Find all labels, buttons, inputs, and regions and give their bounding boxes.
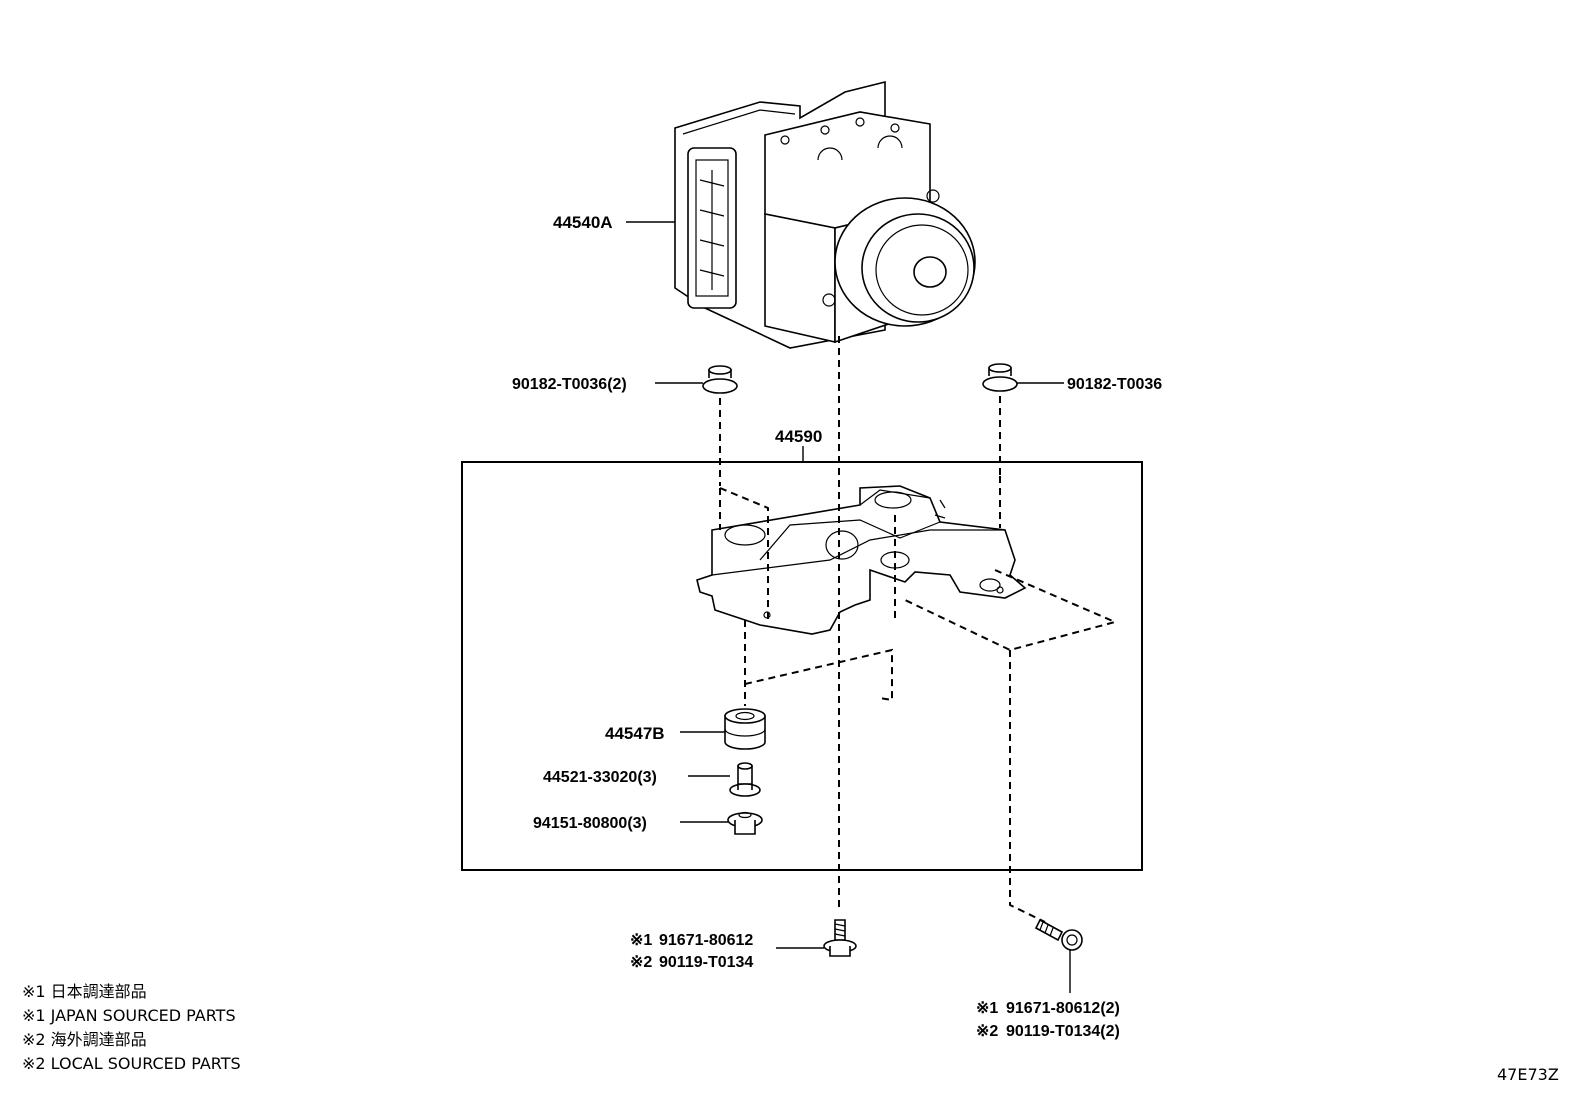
flange-nut-icon[interactable] xyxy=(727,811,763,835)
label-lower-bolt-1: 91671-80612 xyxy=(659,932,753,949)
note-local-jp: ※2 海外調達部品 xyxy=(22,1030,147,1049)
phantom-line xyxy=(719,487,769,624)
label-bolt-right: 90182-T0036 xyxy=(1067,376,1162,393)
abs-actuator-pump-icon[interactable] xyxy=(674,80,976,349)
label-right-bolt-1: 91671-80612(2) xyxy=(1006,1000,1120,1017)
lower-bolt-mark-2: ※2 xyxy=(630,954,652,971)
rubber-cushion-icon[interactable] xyxy=(724,708,766,750)
flange-bolt-icon[interactable] xyxy=(702,365,738,394)
flange-bolt-icon[interactable] xyxy=(1034,918,1083,951)
phantom-line xyxy=(744,648,893,702)
right-bolt-mark-1: ※1 xyxy=(976,1000,998,1017)
lower-bolt-mark-1: ※1 xyxy=(630,932,652,949)
label-lower-bolt-2: 90119-T0134 xyxy=(659,954,753,971)
note-japan-jp: ※1 日本調達部品 xyxy=(22,982,147,1001)
label-cushion: 44547B xyxy=(605,724,665,743)
assembly-frame xyxy=(461,461,1143,871)
alignment-line xyxy=(1009,650,1046,923)
label-nut: 94151-80800(3) xyxy=(533,815,647,832)
figure-id: 47E73Z xyxy=(1497,1065,1559,1084)
label-abs-actuator: 44540A xyxy=(553,213,613,232)
collar-sleeve-icon[interactable] xyxy=(729,762,761,797)
flange-bolt-icon[interactable] xyxy=(823,919,857,957)
phantom-line xyxy=(904,569,1119,652)
label-collar: 44521-33020(3) xyxy=(543,769,657,786)
flange-bolt-icon[interactable] xyxy=(982,363,1018,392)
label-bolt-left: 90182-T0036(2) xyxy=(512,376,627,393)
label-right-bolt-2: 90119-T0134(2) xyxy=(1006,1023,1120,1040)
mounting-bracket-icon[interactable] xyxy=(696,485,1027,635)
label-bracket-assy: 44590 xyxy=(775,427,822,446)
note-local-en: ※2 LOCAL SOURCED PARTS xyxy=(22,1054,241,1073)
right-bolt-mark-2: ※2 xyxy=(976,1023,998,1040)
note-japan-en: ※1 JAPAN SOURCED PARTS xyxy=(22,1006,236,1025)
